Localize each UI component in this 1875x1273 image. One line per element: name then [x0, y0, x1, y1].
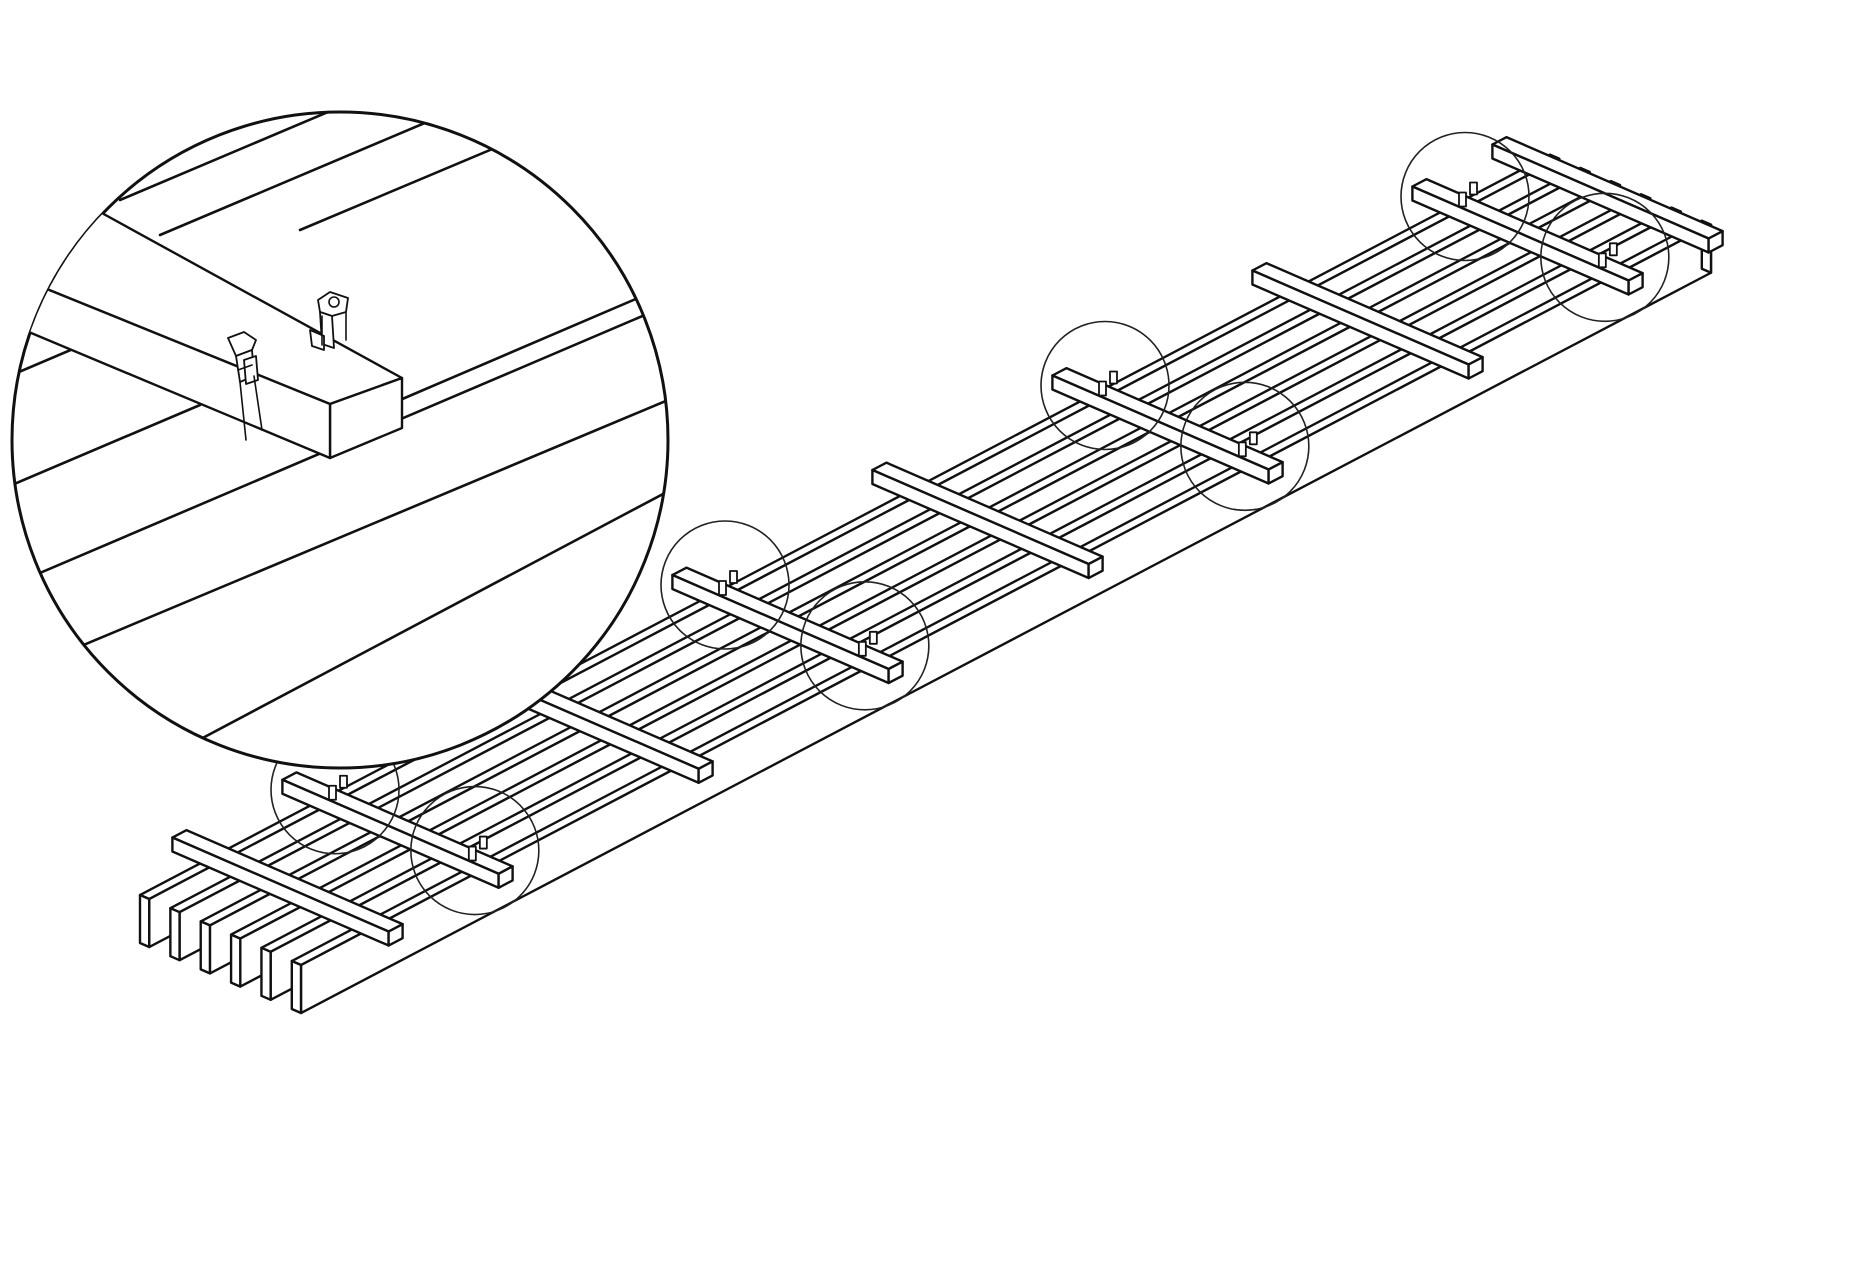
detail-slat-edge [118, 112, 382, 202]
detail-slat-edge [178, 483, 668, 752]
longitudinal-slats [138, 153, 1713, 1015]
clip-icon [718, 570, 738, 596]
detail-slat-edge [158, 112, 552, 237]
clipped-crossbar [281, 771, 514, 889]
detail-crossbar-side [12, 268, 332, 460]
clip-icon [467, 835, 488, 862]
crossbar [1251, 261, 1484, 380]
clip-icon [857, 630, 878, 657]
callout-circles [270, 131, 1670, 916]
clip-icon [1237, 431, 1258, 458]
clip-icon [328, 774, 348, 801]
clipped-crossbar [1411, 177, 1644, 296]
clip-icon [1458, 181, 1478, 208]
clip-icon [1098, 370, 1118, 397]
clipped-crossbar [671, 566, 904, 685]
detail-slat-edge [12, 393, 668, 682]
crossbar [171, 828, 404, 947]
clipped-crossbar [1051, 366, 1284, 485]
detail-clip-front [227, 331, 263, 441]
callout-circle [1180, 381, 1310, 512]
callout-circle [800, 580, 930, 711]
callout-circle [660, 520, 790, 650]
detail-clip-back [309, 291, 349, 351]
detail-slat-edge [12, 403, 202, 492]
callout-circle [1540, 192, 1670, 323]
callout-circle [1040, 320, 1170, 451]
callout-circle [1400, 131, 1530, 262]
detail-content [12, 112, 668, 752]
clip-icon [1597, 242, 1618, 269]
detail-view [10, 110, 670, 770]
detail-slat-edge [298, 112, 668, 232]
detail-slat-edge [398, 278, 668, 402]
crossbar [871, 461, 1104, 580]
callout-circle [410, 785, 540, 916]
crossbars [171, 135, 1724, 947]
crossbar [1491, 135, 1724, 254]
